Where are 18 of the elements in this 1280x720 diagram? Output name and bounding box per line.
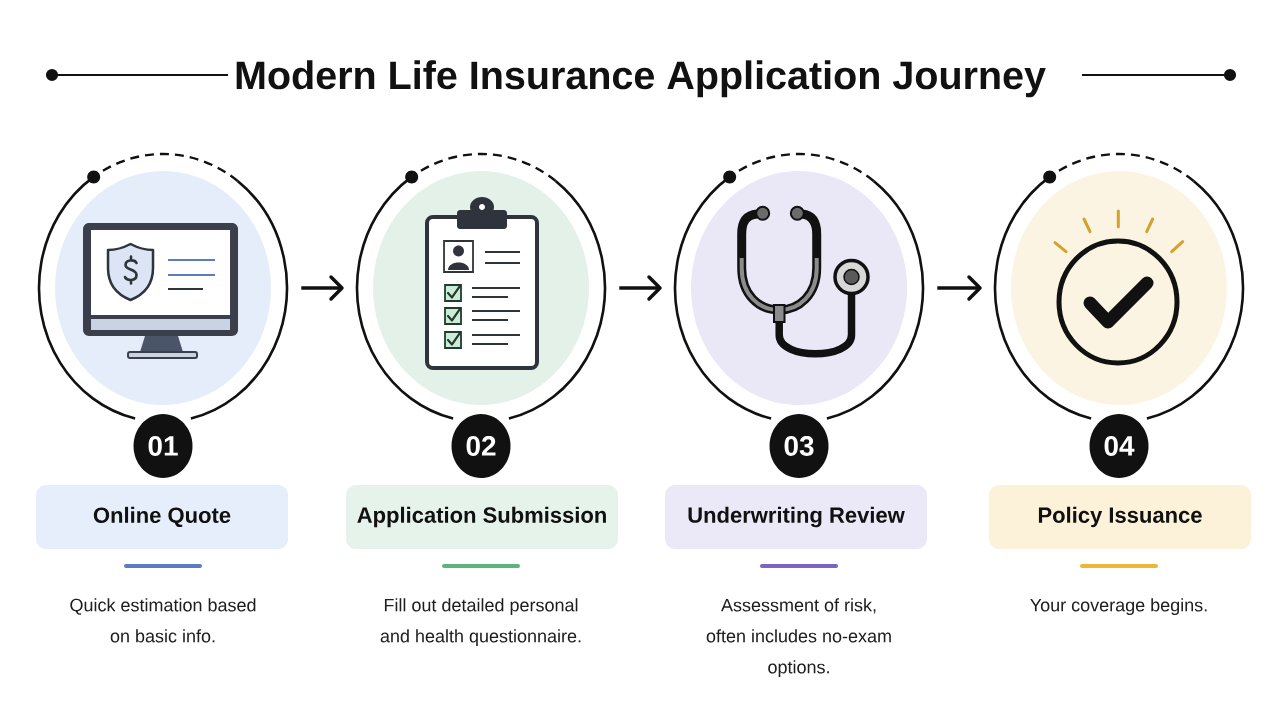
arrow bbox=[301, 275, 344, 301]
description-text: Fill out detailed personal and health questionnaire. bbox=[380, 598, 581, 647]
arrow bbox=[937, 275, 982, 301]
step-title-box: Online Quote bbox=[36, 485, 288, 549]
number-badge: 02 bbox=[451, 414, 511, 478]
ring-circle bbox=[993, 152, 1245, 420]
description-text: Quick estimation based on basic info. bbox=[70, 598, 256, 643]
title: Modern Life Insurance Application Journey bbox=[236, 60, 1046, 98]
step-title-box: Policy Issuance bbox=[989, 485, 1251, 549]
description-text: Assessment of risk, often includes no-exam options. bbox=[706, 598, 891, 678]
description-text: Your coverage begins. bbox=[1030, 598, 1207, 616]
number-badge: 04 bbox=[1089, 414, 1149, 478]
number-badge: 03 bbox=[769, 414, 829, 478]
arrow bbox=[619, 275, 662, 301]
step-title-box: Application Submission bbox=[346, 485, 618, 549]
step-title-box: Underwriting Review bbox=[665, 485, 927, 549]
number-badge: 01 bbox=[133, 414, 193, 478]
ring-circle bbox=[673, 152, 925, 420]
